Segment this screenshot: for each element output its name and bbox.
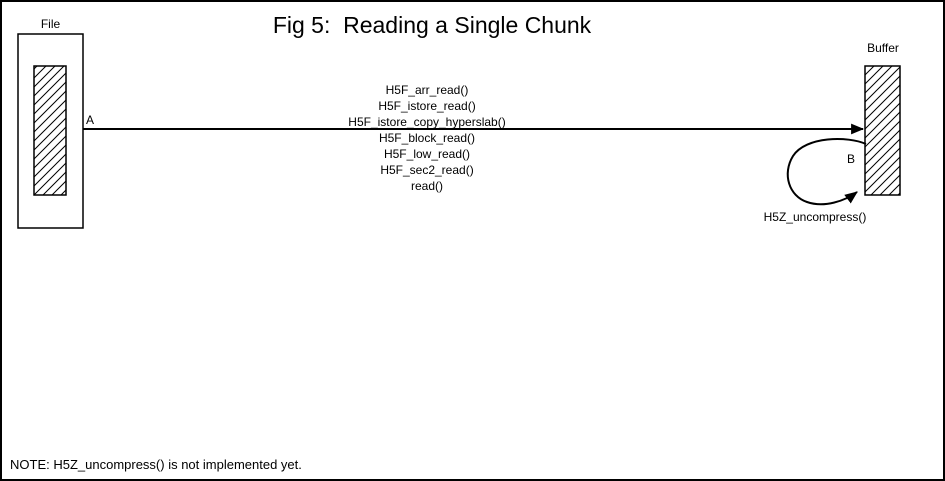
call-stack-item: read() [410, 179, 443, 193]
call-stack-list: H5F_arr_read() H5F_istore_read() H5F_istor… [227, 82, 627, 194]
loop-arrow-b [786, 138, 867, 206]
call-stack-item: H5F_istore_copy_hyperslab() [348, 115, 506, 129]
note-text: NOTE: H5Z_uncompress() is not implemente… [10, 457, 302, 472]
buffer-data-region [864, 65, 901, 196]
call-stack-item: H5F_block_read() [378, 131, 476, 145]
uncompress-function-label: H5Z_uncompress() [763, 210, 867, 224]
call-stack-item: H5F_low_read() [383, 147, 471, 161]
call-stack-item: H5F_istore_read() [378, 99, 476, 113]
figure-title: Fig 5: Reading a Single Chunk [272, 12, 592, 38]
arrow-a-label: A [86, 113, 95, 127]
buffer-label: Buffer [867, 41, 899, 55]
file-label: File [40, 17, 61, 31]
call-stack-item: H5F_sec2_read() [380, 163, 474, 177]
call-stack-item: H5F_arr_read() [385, 83, 469, 97]
arrow-b-label: B [847, 152, 856, 166]
file-data-region [33, 65, 67, 196]
